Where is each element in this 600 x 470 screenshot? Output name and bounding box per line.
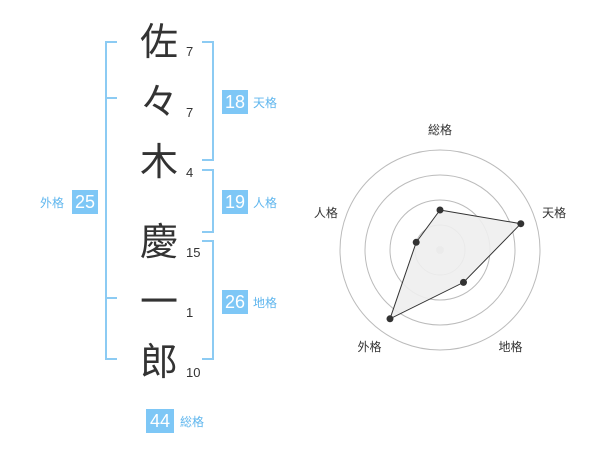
chikaku-bracket xyxy=(202,240,214,360)
radar-ring xyxy=(364,174,516,326)
kanji-4: 一 xyxy=(139,280,178,324)
radar-point xyxy=(436,206,444,214)
radar-axis-label: 天格 xyxy=(542,205,567,220)
bracket-tick-2 xyxy=(105,297,117,299)
radar-point xyxy=(460,278,467,286)
radar-axis-label: 人格 xyxy=(313,205,338,220)
kanji-2: 木 xyxy=(139,140,178,184)
radar-ring xyxy=(339,149,541,351)
kanji-1: 々 xyxy=(139,80,178,124)
tenkaku-label: 天格 xyxy=(253,96,278,110)
jinkaku-value-badge: 19 xyxy=(222,190,248,214)
gaikaku-label: 外格 xyxy=(40,196,65,210)
stroke-count-4: 1 xyxy=(186,305,194,320)
radar-axis-label: 地格 xyxy=(498,340,523,355)
gaikaku-bracket xyxy=(105,41,117,360)
jinkaku-label: 人格 xyxy=(253,196,278,210)
stroke-count-0: 7 xyxy=(186,44,194,59)
soukaku-label: 総格 xyxy=(180,415,205,429)
soukaku-value-badge: 44 xyxy=(146,409,174,433)
chikaku-label: 地格 xyxy=(253,296,278,310)
radar-axis-label: 総格 xyxy=(427,123,453,137)
radar-point xyxy=(517,220,525,228)
kanji-5: 郎 xyxy=(139,340,178,384)
jinkaku-bracket xyxy=(202,169,214,233)
tenkaku-value-badge: 18 xyxy=(222,90,248,114)
gaikaku-value-badge: 25 xyxy=(72,190,98,214)
chikaku-value-badge: 26 xyxy=(222,290,248,314)
kanji-3: 慶 xyxy=(139,220,178,264)
bracket-tick-1 xyxy=(105,97,117,99)
radar-polygon xyxy=(389,209,522,320)
stroke-count-2: 4 xyxy=(186,165,194,180)
radar-axis-label: 外格 xyxy=(357,340,382,355)
tenkaku-bracket xyxy=(202,41,214,161)
stroke-count-1: 7 xyxy=(186,105,194,120)
stroke-count-3: 15 xyxy=(186,245,201,260)
radar-point xyxy=(386,315,394,323)
stroke-count-5: 10 xyxy=(186,365,201,380)
kanji-0: 佐 xyxy=(139,20,178,64)
radar-point xyxy=(412,238,420,246)
